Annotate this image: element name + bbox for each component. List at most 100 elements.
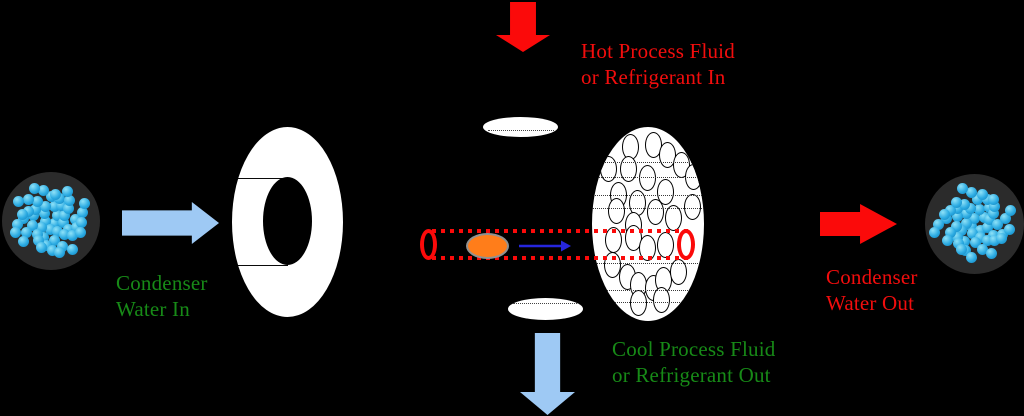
water-ball [75, 227, 87, 239]
water-ball [967, 228, 979, 240]
condenser-water-out-bundle-photo [925, 174, 1024, 274]
water-ball [992, 219, 1004, 231]
hot-inlet-label: Hot Process Fluid or Refrigerant In [581, 39, 735, 89]
baffle-section-line [592, 162, 704, 163]
water-ball [985, 247, 997, 259]
water-ball [58, 209, 70, 221]
shell-tube-ellipse [638, 165, 656, 191]
shell-tube-ellipse [656, 179, 674, 205]
water-ball [955, 225, 967, 237]
hot-inlet-arrow-icon [496, 2, 550, 52]
baffle-section-line [592, 195, 704, 196]
water-ball [988, 208, 1000, 220]
shell-cross-section [592, 127, 704, 321]
water-ball [965, 187, 977, 199]
water-ball [76, 206, 88, 218]
water-droplet [466, 233, 509, 259]
water-ball [966, 221, 978, 233]
cool-outlet-label: Cool Process Fluid or Refrigerant Out [612, 337, 776, 387]
water-ball [63, 203, 75, 215]
shell-tube-ellipse [646, 199, 664, 225]
water-ball [29, 183, 41, 195]
water-ball [56, 199, 68, 211]
water-ball [45, 224, 57, 236]
water-out-arrow-icon [820, 204, 897, 244]
water-ball [1000, 213, 1012, 225]
water-ball [944, 226, 956, 238]
water-ball [38, 207, 50, 219]
water-ball [976, 243, 988, 255]
water-ball [956, 244, 968, 256]
tube-outlet-ring [677, 229, 695, 260]
condenser-water-in-label: Condenser Water In [116, 271, 208, 321]
water-ball [958, 199, 970, 210]
baffle-section-line [592, 302, 704, 303]
water-ball [22, 194, 34, 206]
water-in-arrow-icon [122, 202, 219, 244]
water-ball [29, 204, 41, 216]
water-ball [12, 219, 24, 231]
water-ball [66, 244, 78, 256]
baffle-section-line [592, 263, 704, 264]
water-ball [56, 241, 68, 253]
baffle-section-line [592, 290, 704, 291]
water-ball [996, 232, 1008, 244]
water-ball [939, 208, 951, 220]
water-ball [32, 228, 44, 240]
shell-tube-ellipse [652, 287, 670, 313]
water-ball [1003, 223, 1015, 235]
water-ball [929, 226, 940, 238]
baffle-section-line [592, 177, 704, 178]
outlet-nozzle-ellipse [508, 298, 583, 320]
water-ball [952, 238, 964, 250]
water-ball [952, 203, 964, 215]
water-ball [58, 217, 70, 229]
water-ball [49, 235, 61, 247]
water-ball [17, 209, 29, 221]
water-ball [36, 241, 48, 253]
water-ball [958, 235, 970, 247]
water-ball [51, 225, 63, 237]
shell-tube-ellipse [683, 194, 701, 220]
water-ball [46, 245, 58, 257]
water-ball [978, 211, 990, 223]
water-ball [965, 203, 977, 215]
shell-tube-ellipse [638, 235, 656, 261]
water-ball [63, 224, 75, 236]
water-ball [76, 216, 88, 228]
shell-bore-hole [263, 177, 312, 265]
condenser-water-out-label: Condenser Water Out [826, 265, 918, 315]
water-ball [981, 221, 993, 233]
water-ball [987, 193, 999, 205]
tube-wall-top-dashed [432, 229, 688, 233]
flow-direction-arrow-icon [519, 240, 571, 252]
water-ball [12, 195, 24, 207]
water-ball [48, 201, 60, 213]
water-ball [64, 195, 76, 207]
water-ball [956, 182, 968, 194]
water-ball [975, 224, 987, 236]
water-ball [951, 232, 963, 244]
water-ball [79, 197, 91, 209]
tube-section-line-top [238, 178, 288, 179]
water-ball [32, 196, 44, 208]
water-ball [972, 194, 984, 206]
water-ball [20, 227, 32, 239]
tube-inlet-ring [420, 229, 437, 260]
water-ball [950, 220, 962, 232]
tube-wall-bottom-dashed [432, 256, 688, 260]
water-ball [977, 188, 989, 200]
water-ball [51, 209, 63, 221]
shell-tube-ellipse [607, 198, 625, 224]
water-ball [1004, 204, 1016, 216]
water-ball [59, 229, 71, 241]
water-ball [18, 236, 30, 248]
water-ball [975, 231, 987, 243]
water-ball [39, 201, 51, 213]
water-ball [960, 217, 972, 229]
water-ball [981, 235, 993, 247]
water-ball [62, 186, 74, 198]
water-ball [54, 246, 66, 258]
outlet-nozzle-section-line [512, 303, 579, 304]
